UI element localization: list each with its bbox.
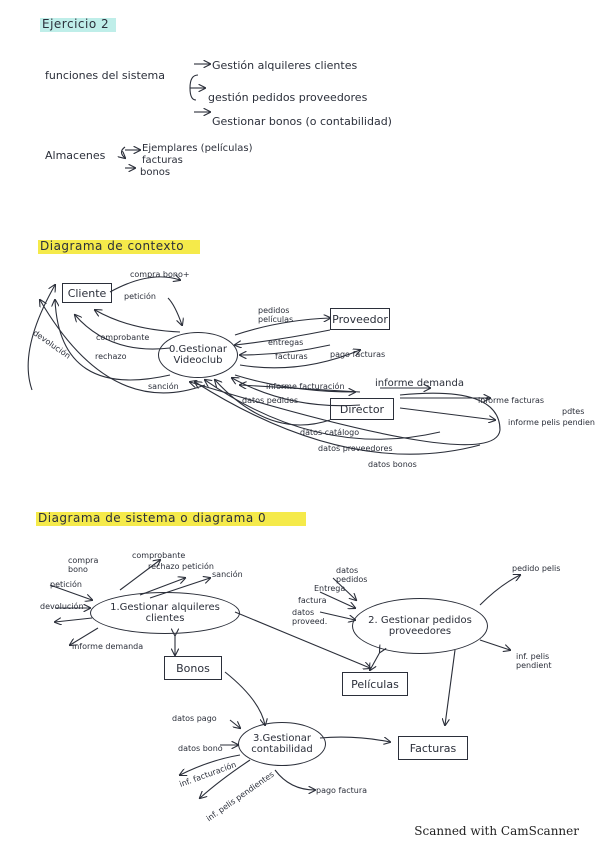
flow-label: informe demanda [375, 378, 464, 389]
flow-label: rechazo [95, 352, 127, 361]
flow-label: sanción [148, 382, 179, 391]
flow-label: pago factura [316, 786, 368, 795]
flow-label: pdtes [562, 407, 585, 416]
flow-label: pedido pelis [512, 564, 561, 573]
flow-label: datos pedidos [336, 566, 368, 584]
store-label: Bonos [176, 661, 210, 675]
process-label: 3.Gestionar contabilidad [251, 733, 313, 755]
flow-label: datos catálogo [300, 428, 360, 437]
store-item: facturas [142, 155, 183, 166]
store-label: Películas [351, 677, 399, 691]
flow-label: datos bono [178, 744, 223, 753]
flow-label: pedidos películas [258, 306, 294, 324]
flow-label: compra bono [68, 556, 99, 574]
function-item: Gestionar bonos (o contabilidad) [212, 115, 392, 128]
flow-label: datos proveed. [292, 608, 328, 626]
flow-label: pago facturas [330, 350, 386, 359]
flow-label: informe facturación [266, 382, 345, 391]
entity-cliente: Cliente [62, 283, 112, 303]
flow-label: compra bono+ [130, 270, 190, 279]
process-1: 1.Gestionar alquileres clientes [90, 592, 240, 634]
functions-label: funciones del sistema [45, 69, 165, 82]
level0-title-highlight [36, 512, 306, 526]
process-label: 1.Gestionar alquileres clientes [110, 602, 220, 624]
process-3: 3.Gestionar contabilidad [238, 722, 326, 766]
page-title: Ejercicio 2 [42, 17, 110, 31]
flow-label: datos pago [172, 714, 217, 723]
flow-label: petición [50, 580, 82, 589]
entity-director: Director [330, 398, 394, 420]
flow-label: informe facturas [478, 396, 545, 405]
entity-label: Proveedor [332, 312, 388, 326]
store-item: Ejemplares (películas) [142, 143, 253, 154]
level0-diagram-title: Diagrama de sistema o diagrama 0 [38, 511, 267, 525]
scanner-watermark: Scanned with CamScanner [414, 824, 579, 838]
store-peliculas: Películas [342, 672, 408, 696]
flow-label: datos proveedores [318, 444, 393, 453]
process-0: 0.Gestionar Videoclub [158, 332, 238, 378]
title-highlight [40, 18, 116, 32]
flow-label: facturas [275, 352, 308, 361]
flow-label: petición [124, 292, 156, 301]
entity-label: Cliente [67, 286, 107, 300]
flow-label: devolución [40, 602, 84, 611]
flow-label: datos pedidos [242, 396, 299, 405]
flow-label: informe pelis pendien [508, 418, 595, 427]
flow-label: comprobante [96, 333, 150, 342]
process-2: 2. Gestionar pedidos proveedores [352, 598, 488, 654]
entity-label: Director [339, 402, 385, 416]
process-label: 2. Gestionar pedidos proveedores [368, 615, 472, 637]
store-label: Facturas [409, 741, 457, 755]
process-label: 0.Gestionar Videoclub [168, 344, 228, 366]
flow-label: rechazo petición [148, 562, 214, 571]
store-facturas: Facturas [398, 736, 468, 760]
flow-label: sanción [212, 570, 243, 579]
context-title-highlight [38, 240, 200, 254]
stores-label: Almacenes [45, 149, 106, 162]
context-diagram-title: Diagrama de contexto [40, 239, 185, 253]
flow-label: datos bonos [368, 460, 417, 469]
flow-label: Entrega [314, 584, 346, 593]
flow-label: entregas [268, 338, 304, 347]
store-bonos: Bonos [164, 656, 222, 680]
flow-label: factura [298, 596, 327, 605]
function-item: gestión pedidos proveedores [208, 91, 368, 104]
flow-label: informe demanda [72, 642, 144, 651]
flow-label: inf. pelis pendient [516, 652, 552, 670]
entity-proveedor: Proveedor [330, 308, 390, 330]
function-item: Gestión alquileres clientes [212, 59, 358, 72]
store-item: bonos [140, 167, 171, 178]
flow-label: comprobante [132, 551, 186, 560]
